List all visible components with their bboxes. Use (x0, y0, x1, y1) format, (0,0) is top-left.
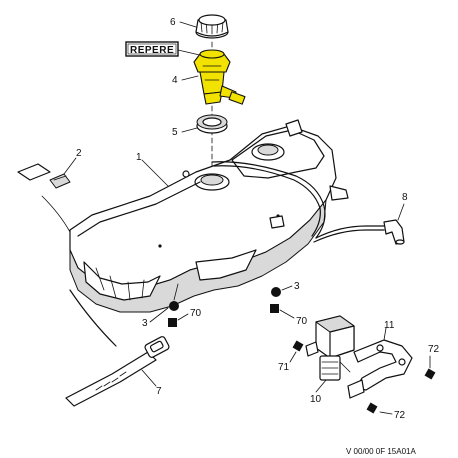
sealing-ring (196, 114, 228, 134)
leader-10 (315, 379, 327, 393)
leader-11 (383, 327, 387, 341)
filler-cap (195, 14, 229, 39)
repere-label: REPERE (125, 41, 179, 57)
fastener-72-lower (366, 402, 378, 414)
leader-1 (141, 159, 169, 187)
leader-70a (177, 313, 189, 321)
fastener-pair-left (168, 283, 179, 327)
fuel-pump-unit (305, 315, 355, 381)
fastener-72-upper (424, 368, 436, 380)
leader-70b (279, 309, 295, 319)
callout-10: 10 (310, 394, 322, 405)
leader-3a (149, 307, 169, 323)
fastener-pair-right (270, 287, 281, 313)
callout-70b: 70 (296, 316, 308, 327)
leader-5 (181, 127, 198, 133)
leader-71 (289, 351, 297, 363)
callout-72b: 72 (394, 410, 406, 421)
leader-8 (397, 203, 405, 221)
callout-2: 2 (76, 148, 82, 159)
callout-11: 11 (384, 320, 395, 331)
callout-4: 4 (172, 75, 178, 86)
callout-8: 8 (402, 192, 408, 203)
callout-70a: 70 (190, 308, 202, 319)
callout-3b: 3 (294, 281, 300, 292)
callout-71: 71 (278, 362, 290, 373)
callout-72a: 72 (428, 344, 440, 355)
vent-hoses (211, 161, 385, 243)
strap-guide-upper (41, 195, 71, 233)
callout-5: 5 (172, 127, 178, 138)
fastener-71 (292, 340, 304, 352)
footer-reference-code: V 00/00 0F 15A01A (346, 447, 416, 456)
pump-bracket (347, 339, 413, 399)
fuel-tank (69, 119, 349, 313)
leader-3b (281, 285, 293, 291)
repere-text: REPERE (130, 45, 174, 56)
tank-strap (65, 336, 170, 407)
leader-72b (379, 411, 393, 415)
callout-3a: 3 (142, 318, 148, 329)
leader-3c (339, 361, 351, 373)
callout-1: 1 (136, 152, 142, 163)
callout-7: 7 (156, 386, 162, 397)
hose-clip (17, 163, 71, 189)
leader-6 (179, 21, 197, 28)
elbow-connector (383, 219, 405, 245)
fuel-sender-unit-highlighted (193, 49, 246, 105)
leader-2 (63, 157, 77, 175)
strap-guide-lower (69, 289, 117, 347)
callout-6: 6 (170, 17, 176, 28)
leader-4 (181, 75, 199, 81)
leader-7 (141, 369, 157, 387)
